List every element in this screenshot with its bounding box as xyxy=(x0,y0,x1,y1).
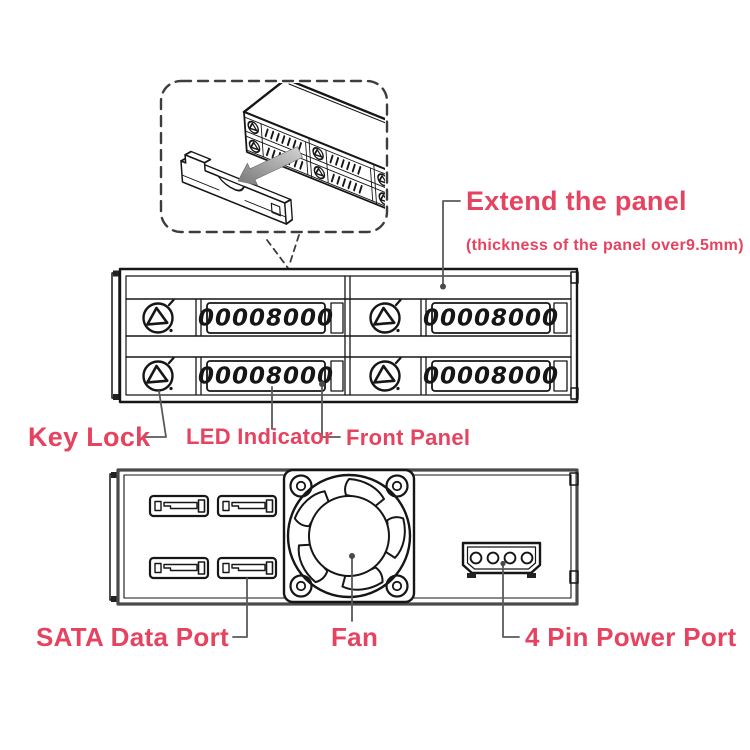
led-indicator-strip xyxy=(197,302,335,334)
label-sata-data-port: SATA Data Port xyxy=(36,622,229,652)
inset-detail-view xyxy=(159,79,389,269)
pointer-line-sata xyxy=(232,577,248,638)
pointer-dot-front-panel xyxy=(319,381,325,387)
label-fan: Fan xyxy=(331,622,379,652)
rear-view xyxy=(109,468,579,606)
label-extend-the-panel: Extend the panel xyxy=(466,186,687,216)
label-key-lock: Key Lock xyxy=(28,422,151,452)
iso-enclosure xyxy=(242,83,385,217)
pointer-line-front-panel xyxy=(321,385,341,438)
led-indicator-strip xyxy=(197,360,335,392)
pointer-dot-extend-panel xyxy=(440,283,446,290)
label-front-panel: Front Panel xyxy=(346,425,471,450)
pointer-line-extend-panel xyxy=(442,200,461,285)
power-port-icon xyxy=(461,541,542,578)
pointer-dot-power xyxy=(500,560,506,567)
led-indicator-strip xyxy=(422,302,560,334)
label-thickness-note: (thickness of the panel over9.5mm) xyxy=(466,237,744,254)
label-4-pin-power-port: 4 Pin Power Port xyxy=(525,622,737,652)
inset-dashed-border xyxy=(159,79,389,234)
fan-icon xyxy=(282,468,416,604)
label-led-indicator: LED Indicator xyxy=(186,424,333,449)
remove-direction-arrow-icon xyxy=(237,146,303,186)
mini-led-vents xyxy=(264,128,363,194)
front-view xyxy=(111,267,579,404)
pointer-line-power xyxy=(502,564,520,638)
inset-projection-lines xyxy=(266,234,300,269)
removable-panel-bracket xyxy=(180,150,293,225)
pointer-dot-fan xyxy=(349,553,355,559)
pointer-line-key-lock xyxy=(142,390,167,438)
led-indicator-strip xyxy=(422,360,560,392)
